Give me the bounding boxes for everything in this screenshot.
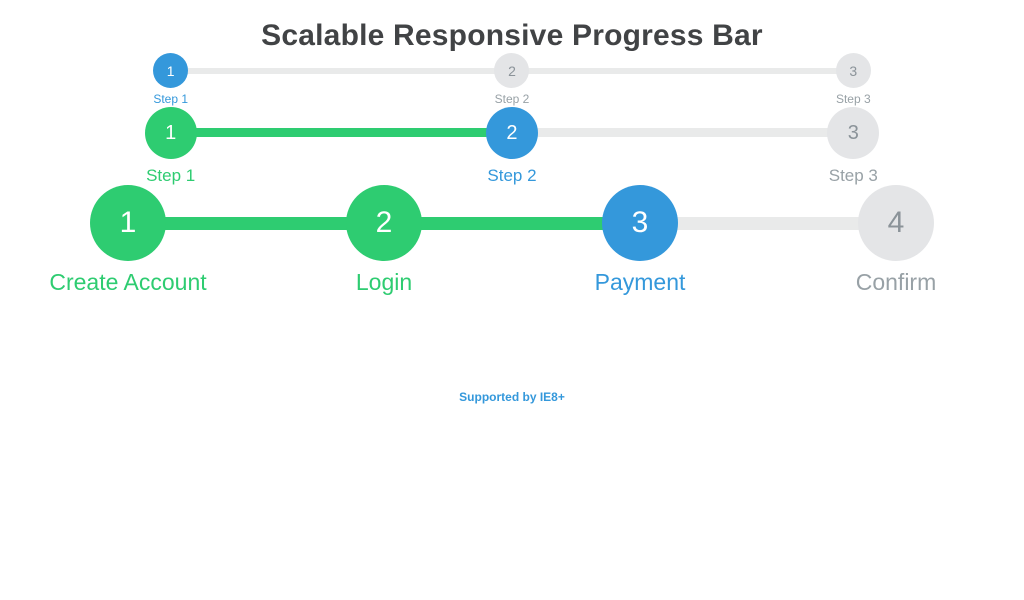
step-circle: 1	[144, 106, 197, 159]
support-note: Supported by IE8+	[459, 389, 565, 404]
connector-line	[170, 128, 512, 138]
progress-bar-medium: 1 Step 1 2 Step 2 3 Step 3	[0, 106, 1024, 186]
step-circle: 3	[602, 185, 678, 262]
step-circle: 2	[485, 106, 538, 159]
progress-bar-large: 1 Create Account 2 Login 3 Payment 4 Con…	[0, 185, 1024, 295]
step-number: 2	[506, 121, 518, 144]
connector-line	[512, 128, 854, 138]
connector-line	[384, 216, 640, 230]
progress-bar-small: 1 Step 1 2 Step 2 3 Step 3	[0, 53, 1024, 107]
step-label: Step 2	[487, 165, 537, 185]
step-number: 3	[847, 121, 859, 144]
step-number: 1	[166, 62, 175, 79]
progress-step: 1 Step 1	[0, 106, 341, 186]
progress-step: 2 Step 2	[170, 106, 682, 186]
progress-step: 3 Step 3	[512, 106, 1024, 186]
step-number: 1	[165, 121, 177, 144]
step-label: Login	[355, 269, 413, 296]
step-label: Step 3	[835, 92, 871, 106]
connector-line	[640, 216, 896, 230]
step-circle: 3	[827, 106, 880, 159]
progress-step: 4 Confirm	[640, 185, 1024, 296]
step-label: Confirm	[855, 269, 937, 296]
step-label: Step 1	[153, 92, 189, 106]
step-number: 1	[119, 206, 137, 240]
connector-line	[170, 67, 512, 74]
step-label: Step 3	[828, 165, 878, 185]
step-circle: 2	[346, 185, 422, 262]
step-circle: 1	[90, 185, 166, 262]
progress-step: 2 Step 2	[170, 53, 682, 107]
step-circle: 2	[494, 53, 530, 88]
step-circle: 1	[153, 53, 189, 88]
step-circle: 4	[858, 185, 934, 262]
step-label: Payment	[594, 269, 686, 296]
progress-step: 3 Step 3	[512, 53, 1024, 107]
step-number: 3	[849, 62, 858, 79]
progress-step: 3 Payment	[384, 185, 768, 296]
step-label: Create Account	[49, 269, 207, 296]
page-title: Scalable Responsive Progress Bar	[261, 19, 763, 52]
progress-step: 1 Step 1	[0, 53, 341, 107]
step-number: 3	[631, 206, 649, 240]
step-number: 2	[508, 62, 516, 79]
progress-step: 2 Login	[128, 185, 512, 296]
connector-line	[512, 67, 854, 74]
step-circle: 3	[835, 53, 871, 88]
step-label: Step 1	[146, 165, 196, 185]
connector-line	[128, 216, 384, 230]
step-label: Step 2	[494, 92, 530, 106]
progress-step: 1 Create Account	[0, 185, 256, 295]
step-number: 2	[375, 206, 393, 240]
step-number: 4	[887, 206, 905, 240]
